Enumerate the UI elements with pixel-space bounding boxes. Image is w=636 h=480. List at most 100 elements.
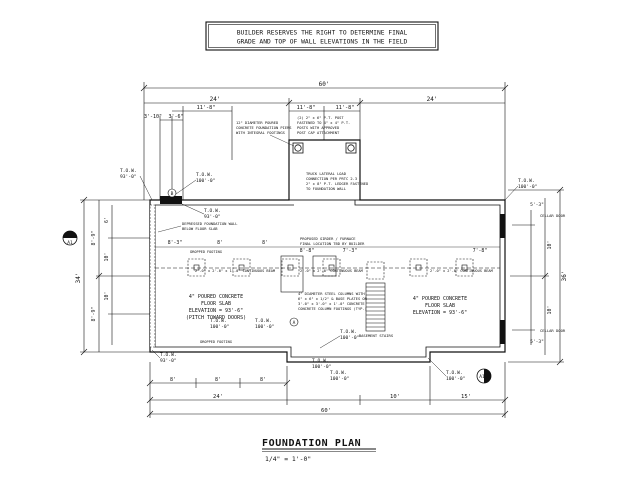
depressed-note-2: BELOW FLOOR SLAB [182,227,218,231]
door-mark-a: A [293,320,296,326]
ledger-note-4: TO FOUNDATION WALL [306,187,347,191]
dim-left-d: 10' [104,252,110,261]
tow-8-value: 93'-0" [160,358,177,364]
slab-left-4: (PITCH TOWARD DOORS) [186,315,246,321]
dim-left-e: 10' [104,291,110,300]
slab-right-1: 4" POURED CONCRETE [413,296,467,302]
dim-bot-f: 15' [461,394,471,400]
dim-top-right: 24' [427,96,438,103]
footing-note-3: 2'-0" x 2'-0" CONTINUOUS BEAM [300,269,364,273]
depressed-note-1: DEPRESSED FOUNDATION WALL [182,222,238,226]
porch-note-3: POSTS WITH APPROVED [297,126,339,130]
tow-5-value: 100'-0" [210,324,229,330]
pier-note: 12" DIAMETER POURED CONCRETE FOUNDATION … [236,121,295,147]
drawing-title: FOUNDATION PLAN 1/4" = 1'-0" [262,438,376,463]
left-dimensions [80,196,150,356]
tow-2-value: 100'-0" [196,178,215,184]
tow-9-label: T.O.W. [312,358,329,364]
tow-9-value: 100'-0" [312,364,331,370]
tow-1-label: T.O.W. [120,168,137,174]
slab-right-2: FLOOR SLAB [425,303,455,309]
tow-2-label: T.O.W. [196,172,213,178]
tow-4-value: 100'-0" [518,184,537,190]
right-slab-label: 4" POURED CONCRETE FLOOR SLAB ELEVATION … [413,296,467,316]
section-callout-right-text: A1 [479,374,485,380]
footing-note-2: 2'-0" x 2'-0" CONTINUOUS BEAM [430,269,494,273]
column-posts [193,264,468,271]
tow-3-value: 93'-0" [204,214,221,220]
tow-7-value: 100'-0" [340,335,359,341]
ledger-note-2: CONNECTION PER PRTC 2.3 [306,177,357,181]
dim-mid-c: 8' [262,240,268,246]
tow-11-value: 100'-0" [446,376,465,382]
builder-note-line-1: BUILDER RESERVES THE RIGHT TO DETERMINE … [237,30,408,37]
tow-8-label: T.O.W. [160,352,177,358]
ledger-note: TRUCK LATERAL LOAD CONNECTION PER PRTC 2… [306,172,368,191]
dim-bot-e: 10' [390,394,400,400]
dim-right-overall: 36' [561,271,568,282]
dim-overall-top: 60' [319,81,330,88]
dim-overall-bottom: 60' [321,408,331,414]
dim-mid-a: 8'-3" [168,240,183,246]
dropped-footing-label-1: DROPPED FOOTING [190,250,222,254]
dim-left-a: 6' [104,217,110,223]
dim-left-overall: 34' [75,273,82,284]
dim-bot-c: 8' [260,377,266,383]
tow-7-label: T.O.W. [340,329,357,335]
continuous-beams [280,255,337,293]
tow-3-label: T.O.W. [204,208,221,214]
steel-col-note-3: 3'-0" x 3'-0" x 1'-0" CONCRETE [298,302,365,306]
porch-post-note: (2) 2" x 6" P.T. POST FASTENED TO 4" x 4… [297,116,350,135]
tow-4-label: T.O.W. [518,178,535,184]
dim-right-c: 5'-3" [530,202,544,208]
dim-right-d: 5'-3" [530,339,544,345]
builder-note-box: BUILDER RESERVES THE RIGHT TO DETERMINE … [205,21,439,51]
dim-top-left: 24' [210,96,221,103]
pier-note-2: CONCRETE FOUNDATION PIERS [236,126,292,130]
tow-tags: T.O.W. 93'-0" T.O.W. 100'-0" T.O.W. 93'-… [120,168,537,382]
depressed-wall-segment [149,196,505,348]
dropped-footing-label-2: DROPPED FOOTING [200,340,232,344]
dim-right-b: 10' [547,305,553,314]
tow-6-label: T.O.W. [255,318,272,324]
porch-note-1: (2) 2" x 6" P.T. POST [297,116,344,120]
drawing-title-text: FOUNDATION PLAN [262,438,361,449]
stairs-label: BASEMENT STAIRS [359,333,394,338]
foundation-walls [149,139,506,363]
slab-left-1: 4" POURED CONCRETE [189,294,243,300]
builder-note-line-2: GRADE AND TOP OF WALL ELEVATIONS IN THE … [237,39,408,46]
tow-1-value: 93'-0" [120,174,137,180]
dim-bot-a: 8' [170,377,176,383]
dim-bot-b: 8' [215,377,221,383]
tow-10-value: 100'-0" [330,376,349,382]
porch-piers [292,142,357,154]
slab-left-3: ELEVATION = 93'-6" [189,308,243,314]
tow-6-value: 100'-0" [255,324,274,330]
basement-stairs [365,282,386,332]
porch-note-2: FASTENED TO 4" x 4" P.T. [297,121,350,125]
pier-note-1: 12" DIAMETER POURED [236,121,278,125]
ledger-note-1: TRUCK LATERAL LOAD [306,172,346,176]
cellar-door-label-b: CELLAR DOOR [540,328,566,333]
dim-left-c: 8'-9" [91,306,97,321]
dim-top-c: 11'-8" [336,105,355,111]
bottom-dimensions [146,362,509,418]
dim-mid-f: 7'-8" [473,248,488,254]
section-callout-left: A1 [62,230,78,246]
right-dimensions [508,186,564,366]
tow-11-label: T.O.W. [446,370,463,376]
section-callout-left-text: A1 [67,240,73,246]
steel-column-note: 4" DIAMETER STEEL COLUMNS WITH 6" x 6" x… [298,292,367,311]
dim-top-f: 3'-6" [168,114,183,120]
footing-note-1: 2'-0" x 2'-0" x 1'-0" CONTINUOUS BEAM [195,269,276,273]
section-callout-right: A1 [476,368,492,384]
steel-col-note-4: CONCRETE COLUMN FOOTINGS (TYP.) [298,307,367,311]
depressed-wall-note: DEPRESSED FOUNDATION WALL BELOW FLOOR SL… [157,222,238,233]
cellar-door-label-a: CELLAR DOOR [540,213,566,218]
dim-right-a: 10' [547,240,553,249]
dim-top-a: 11'-8" [197,105,216,111]
dim-mid-e: 7'-3" [343,248,358,254]
callout-circles: B A [167,188,299,327]
slab-left-2: FLOOR SLAB [201,301,231,307]
